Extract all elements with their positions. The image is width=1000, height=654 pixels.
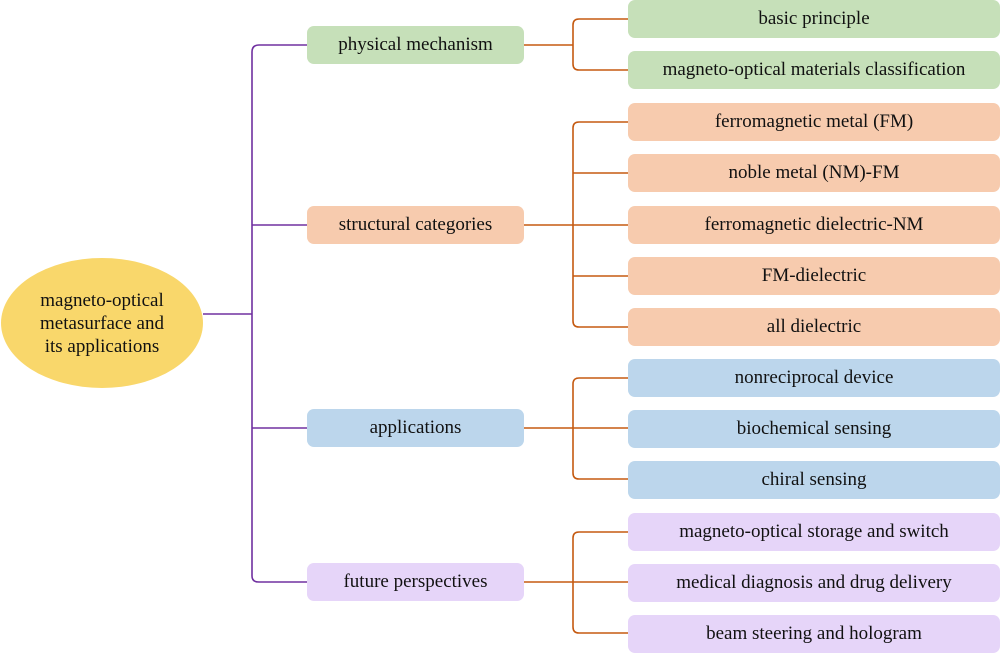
branch-label: structural categories: [338, 214, 493, 235]
leaf-node[interactable]: chiral sensing: [628, 461, 1000, 499]
leaf-node[interactable]: all dielectric: [628, 308, 1000, 346]
trunk-line: [251, 44, 307, 583]
branch-future-perspectives[interactable]: future perspectives: [307, 563, 524, 601]
leaf-label: nonreciprocal device: [734, 367, 894, 388]
branch-label: future perspectives: [343, 571, 488, 592]
connector-physical-mechanism: [524, 18, 628, 71]
connector-structural-categories: [524, 121, 628, 328]
branch-label: applications: [369, 417, 462, 438]
root-node[interactable]: magneto-optical metasurface and its appl…: [1, 258, 203, 388]
leaf-label: medical diagnosis and drug delivery: [676, 572, 952, 593]
branch-structural-categories[interactable]: structural categories: [307, 206, 524, 244]
root-label-line: magneto-optical: [40, 289, 164, 311]
leaf-label: magneto-optical materials classification: [662, 59, 966, 80]
leaf-node[interactable]: medical diagnosis and drug delivery: [628, 564, 1000, 602]
leaf-label: biochemical sensing: [736, 418, 892, 439]
leaf-label: ferromagnetic dielectric-NM: [704, 214, 924, 235]
leaf-node[interactable]: magneto-optical materials classification: [628, 51, 1000, 89]
leaf-node[interactable]: beam steering and hologram: [628, 615, 1000, 653]
leaf-node[interactable]: nonreciprocal device: [628, 359, 1000, 397]
leaf-node[interactable]: basic principle: [628, 0, 1000, 38]
leaf-label: ferromagnetic metal (FM): [714, 111, 914, 132]
connector-applications: [524, 377, 628, 480]
leaf-label: beam steering and hologram: [706, 623, 922, 644]
leaf-label: basic principle: [758, 8, 870, 29]
leaf-node[interactable]: magneto-optical storage and switch: [628, 513, 1000, 551]
branch-physical-mechanism[interactable]: physical mechanism: [307, 26, 524, 64]
connector-future-perspectives: [524, 531, 628, 634]
leaf-node[interactable]: ferromagnetic dielectric-NM: [628, 206, 1000, 244]
leaf-label: noble metal (NM)-FM: [728, 162, 900, 183]
leaf-node[interactable]: FM-dielectric: [628, 257, 1000, 295]
leaf-label: FM-dielectric: [761, 265, 867, 286]
root-label: magneto-optical metasurface and its appl…: [40, 289, 164, 358]
root-label-line: metasurface and: [40, 312, 164, 334]
leaf-node[interactable]: biochemical sensing: [628, 410, 1000, 448]
branch-label: physical mechanism: [338, 34, 493, 55]
leaf-label: chiral sensing: [761, 469, 867, 490]
root-label-line: its applications: [44, 335, 160, 357]
branch-applications[interactable]: applications: [307, 409, 524, 447]
leaf-node[interactable]: noble metal (NM)-FM: [628, 154, 1000, 192]
leaf-label: magneto-optical storage and switch: [679, 521, 949, 542]
leaf-label: all dielectric: [766, 316, 862, 337]
leaf-node[interactable]: ferromagnetic metal (FM): [628, 103, 1000, 141]
